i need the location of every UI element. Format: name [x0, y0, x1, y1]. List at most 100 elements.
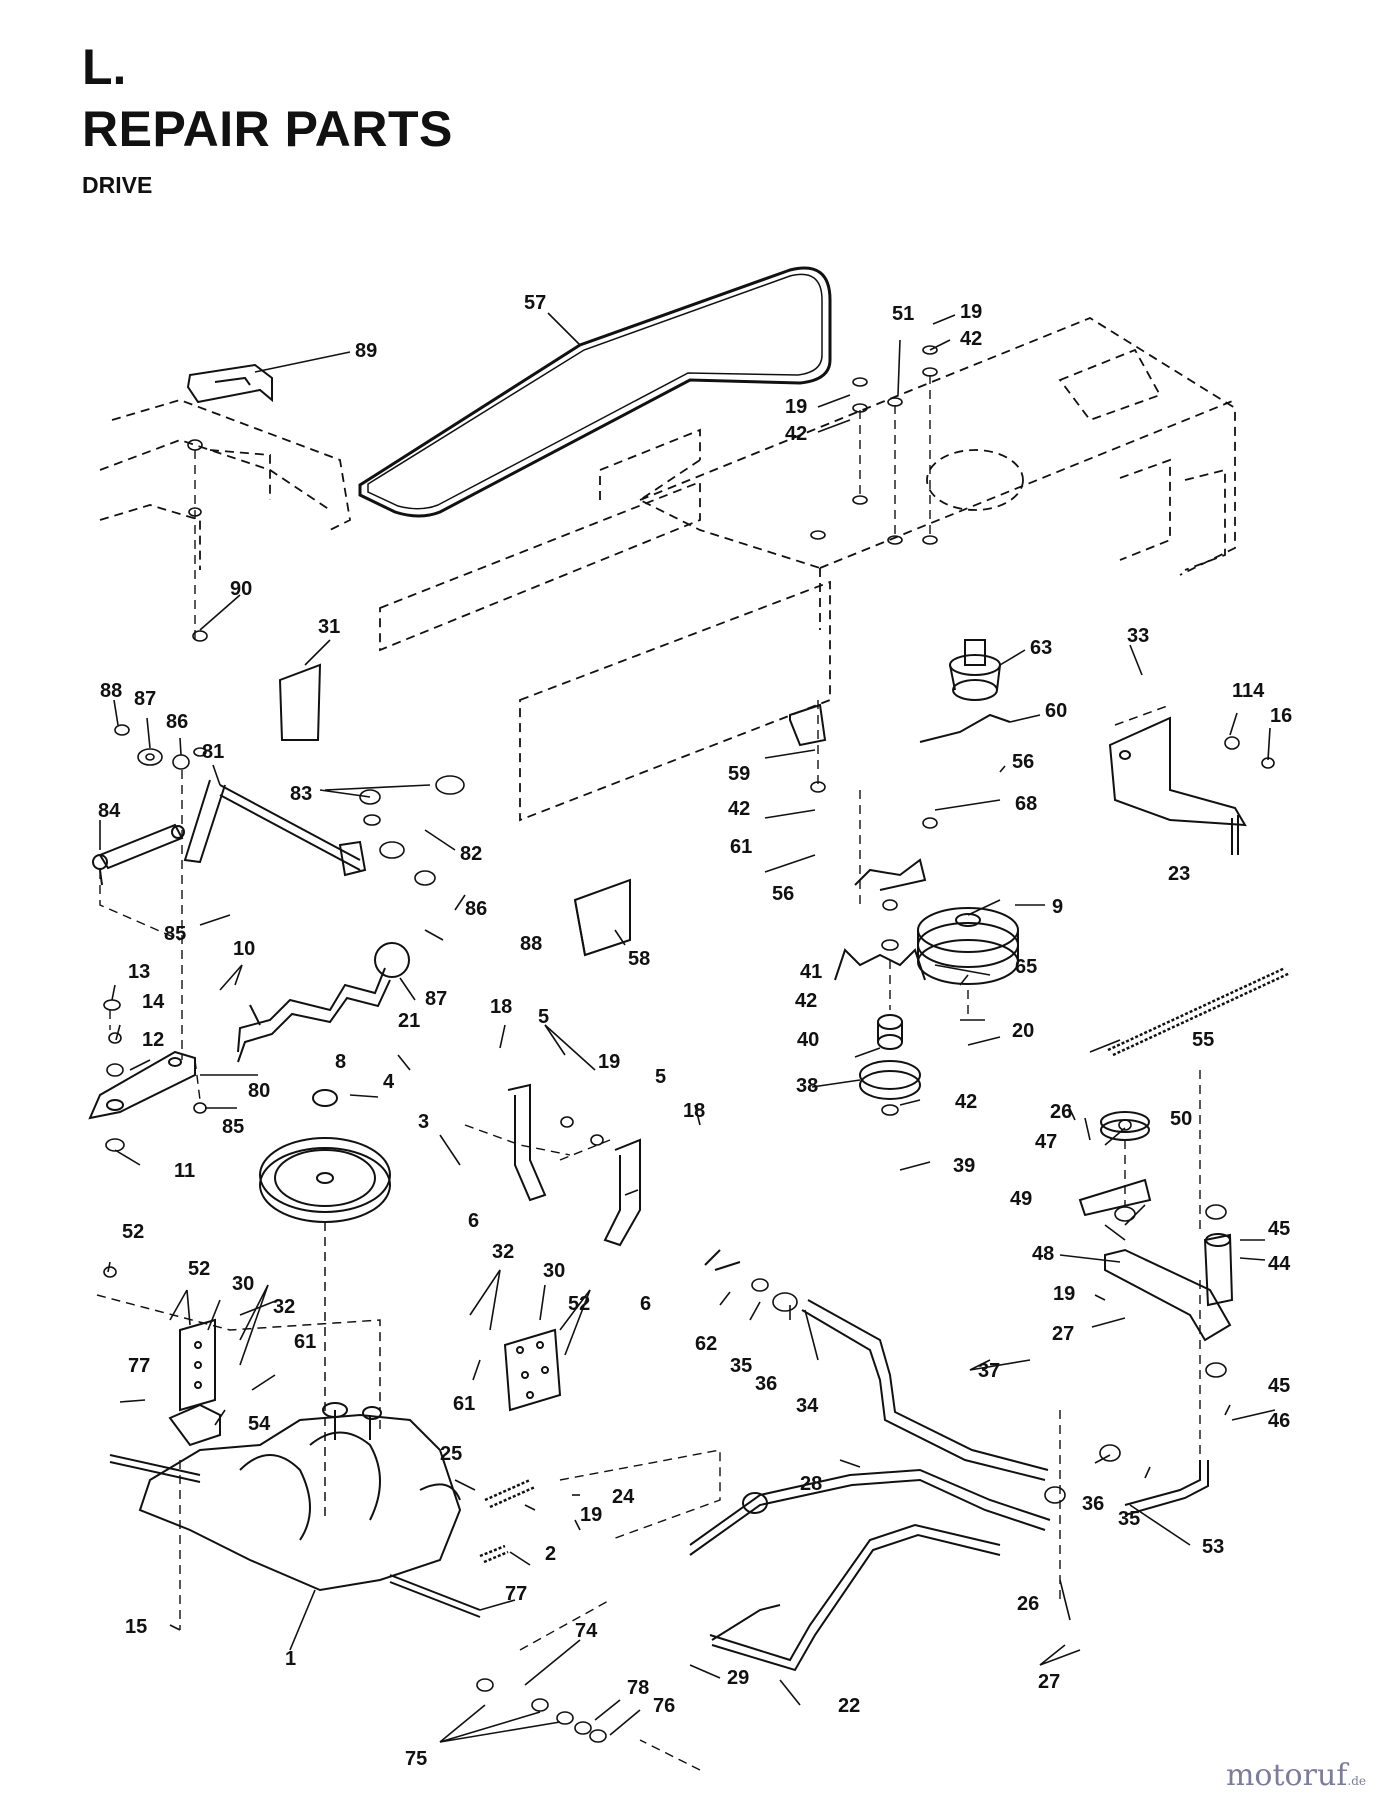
spring-55	[1107, 966, 1291, 1057]
callout-45: 45	[1268, 1218, 1290, 1240]
callout-50: 50	[1170, 1108, 1192, 1130]
callout-87: 87	[425, 988, 447, 1010]
callout-90: 90	[230, 578, 252, 600]
callout-19: 19	[580, 1504, 602, 1526]
callout-19: 19	[598, 1051, 620, 1073]
callout-24: 24	[612, 1486, 635, 1508]
callout-6: 6	[468, 1210, 479, 1232]
callout-62: 62	[695, 1333, 717, 1355]
drive-belt	[358, 266, 832, 518]
bracket-58	[573, 878, 631, 957]
callout-35: 35	[730, 1355, 752, 1377]
callout-36: 36	[755, 1373, 777, 1395]
callout-20: 20	[1012, 1020, 1034, 1042]
callout-54: 54	[248, 1413, 271, 1435]
callout-86: 86	[465, 898, 487, 920]
callout-23: 23	[1168, 863, 1190, 885]
callout-14: 14	[142, 991, 165, 1013]
callout-52: 52	[122, 1221, 144, 1243]
callout-39: 39	[953, 1155, 975, 1177]
bracket-30-center	[503, 1328, 562, 1412]
callout-77: 77	[505, 1583, 527, 1605]
callout-89: 89	[355, 340, 377, 362]
wire-parts	[789, 703, 1011, 981]
callout-12: 12	[142, 1029, 164, 1051]
callout-38: 38	[796, 1075, 818, 1097]
bracket-80	[88, 1050, 196, 1120]
shift-rod	[237, 942, 410, 1063]
shift-lever-assembly	[92, 779, 367, 886]
callout-88: 88	[520, 933, 542, 955]
callout-47: 47	[1035, 1131, 1057, 1153]
callout-1: 1	[285, 1648, 296, 1670]
springs-small	[479, 1478, 536, 1564]
callout-42: 42	[728, 798, 750, 820]
callout-42: 42	[955, 1091, 977, 1113]
callout-87: 87	[134, 688, 156, 710]
callout-13: 13	[128, 961, 150, 983]
callout-88: 88	[100, 680, 122, 702]
callout-42: 42	[960, 328, 982, 350]
callout-35: 35	[1118, 1508, 1140, 1530]
watermark-text: motoruf	[1225, 1758, 1348, 1793]
callout-11: 11	[174, 1160, 195, 1182]
callout-81: 81	[202, 741, 224, 763]
callout-60: 60	[1045, 700, 1067, 722]
pulley-38	[859, 1014, 921, 1100]
watermark: motoruf.de	[1226, 1758, 1366, 1793]
callout-80: 80	[248, 1080, 270, 1102]
callout-61: 61	[453, 1393, 475, 1415]
bracket-23	[1108, 704, 1247, 855]
control-rods	[689, 1249, 1209, 1672]
callout-61: 61	[730, 836, 752, 858]
electric-clutch	[917, 907, 1019, 985]
assembly-lines	[99, 375, 1201, 1771]
front-frame	[99, 399, 351, 570]
callout-58: 58	[628, 948, 650, 970]
callout-29: 29	[727, 1667, 749, 1689]
callout-86: 86	[166, 711, 188, 733]
callout-19: 19	[1053, 1283, 1075, 1305]
callout-28: 28	[800, 1473, 822, 1495]
section-subtitle: DRIVE	[82, 172, 153, 198]
callout-4: 4	[383, 1071, 395, 1093]
callout-65: 65	[1015, 956, 1037, 978]
callout-57: 57	[524, 292, 546, 314]
callout-19: 19	[785, 396, 807, 418]
callout-85: 85	[222, 1116, 244, 1138]
callout-46: 46	[1268, 1410, 1290, 1432]
bracket-30-left	[96, 1294, 381, 1412]
callout-42: 42	[785, 423, 807, 445]
callout-3: 3	[418, 1111, 429, 1133]
callout-52: 52	[188, 1258, 210, 1280]
callout-61: 61	[294, 1331, 316, 1353]
callout-42: 42	[795, 990, 817, 1012]
callout-59: 59	[728, 763, 750, 785]
callout-77: 77	[128, 1355, 150, 1377]
callout-18: 18	[490, 996, 512, 1018]
pulley-3	[259, 1089, 391, 1520]
hardware-small	[103, 345, 1275, 1743]
bracket-5	[507, 1083, 641, 1247]
bracket-54	[168, 1403, 221, 1447]
callout-31: 31	[318, 616, 340, 638]
callout-26: 26	[1017, 1593, 1039, 1615]
callout-5: 5	[538, 1006, 549, 1028]
callout-32: 32	[273, 1296, 295, 1318]
callout-19: 19	[960, 301, 982, 323]
callout-85: 85	[164, 923, 186, 945]
callout-63: 63	[1030, 637, 1052, 659]
pulley-63	[949, 639, 1001, 701]
callout-74: 74	[575, 1620, 598, 1642]
callout-18: 18	[683, 1100, 705, 1122]
callout-78: 78	[627, 1677, 649, 1699]
callout-8: 8	[335, 1051, 346, 1073]
callout-25: 25	[440, 1443, 462, 1465]
callout-51: 51	[892, 303, 914, 325]
callout-44: 44	[1268, 1253, 1291, 1275]
callout-6: 6	[640, 1293, 651, 1315]
callout-33: 33	[1127, 625, 1149, 647]
idler-bracket	[1078, 1111, 1234, 1342]
callout-27: 27	[1052, 1323, 1074, 1345]
